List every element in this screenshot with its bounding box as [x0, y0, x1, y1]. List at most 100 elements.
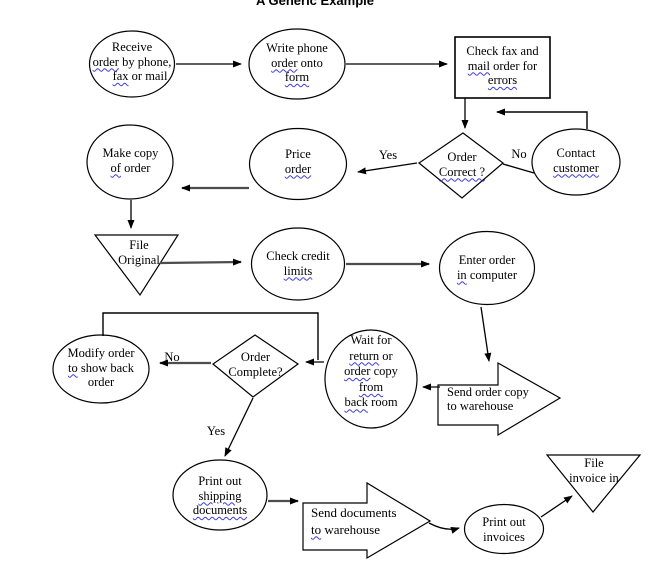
text-seg: customer [553, 160, 599, 175]
order-complete-diamond [212, 334, 300, 398]
order-correct-label: Order Correct ? [421, 150, 503, 179]
text-seg: invoices [483, 529, 525, 544]
text-seg: Price [285, 147, 311, 161]
text-seg: No [164, 350, 180, 364]
receive-label: Receive order by phone, fax or mail [84, 40, 180, 84]
check-fax-label: Check fax and mail order for errors [456, 44, 549, 88]
text-seg: Correct ? [438, 164, 486, 179]
yes-label-2: Yes [202, 424, 230, 439]
file-invoice-triangle [545, 454, 642, 513]
text-seg: Enter order [458, 253, 516, 267]
text-seg: or [379, 348, 393, 363]
text-seg: or mail [128, 69, 168, 83]
text-seg: Check fax and [466, 44, 539, 58]
text-seg: Print out [198, 474, 242, 488]
text-seg: Yes [206, 424, 226, 438]
send-order-copy-label: Send order copy to warehouse [447, 385, 559, 413]
text-seg: File [129, 238, 149, 252]
text-seg: fax [112, 69, 129, 83]
contact-customer-ellipse [531, 128, 621, 196]
text-seg: to [68, 360, 78, 375]
receive-ellipse [88, 30, 176, 98]
text-seg: Send order copy [447, 385, 529, 399]
text-seg: Send documents [311, 505, 397, 520]
text-seg: form [284, 70, 310, 84]
print-shipping-label: Print out shipping documents [172, 474, 268, 518]
send-documents-block-arrow [302, 481, 432, 560]
text-seg: documents [192, 503, 248, 517]
order-complete-label: Order Complete? [213, 350, 298, 379]
text-seg: mail [467, 58, 490, 73]
yes-label-1: Yes [374, 148, 402, 163]
text-seg: Order [447, 150, 477, 164]
write-phone-label: Write phone order onto form [252, 41, 342, 85]
diagram-title: A Generic Example [255, 0, 374, 8]
no-label-2: No [160, 350, 184, 365]
print-invoices-label: Print out invoices [464, 515, 544, 544]
text-seg: order [120, 160, 151, 175]
text-seg: onto [297, 55, 323, 70]
text-seg: Make copy [102, 146, 159, 160]
text-seg: Order [240, 350, 271, 364]
text-seg: copy [370, 364, 398, 379]
order-correct-diamond [417, 132, 504, 199]
text-seg: order [92, 54, 119, 69]
arrow-yes-to-price [357, 162, 418, 175]
modify-order-ellipse [52, 334, 150, 404]
text-seg: Original [118, 252, 160, 267]
arrow-senddocs-to-invoices [428, 522, 460, 534]
write-phone-ellipse [248, 28, 346, 100]
arrow-invoices-to-fileinvoice [540, 495, 573, 518]
text-seg: shipping [198, 488, 242, 503]
check-fax-rectangle [454, 36, 551, 99]
file-invoice-label: File invoice in [553, 456, 635, 485]
text-seg: order for [490, 58, 538, 73]
text-seg: computer [466, 267, 518, 282]
price-order-ellipse [248, 127, 348, 201]
text-seg: by phone, [118, 54, 172, 69]
make-copy-ellipse [86, 124, 174, 200]
text-seg: errors [487, 73, 518, 87]
text-seg: Receive [111, 40, 153, 54]
text-seg: Print out [482, 515, 526, 529]
line-no-to-contact [502, 163, 535, 174]
text-seg: of [110, 160, 121, 175]
text-seg: show back [77, 360, 134, 375]
print-shipping-ellipse [172, 459, 268, 531]
contact-customer-label: Contact customer [532, 146, 620, 175]
text-seg: Yes [378, 148, 398, 162]
enter-order-ellipse [438, 230, 536, 306]
text-seg: order [344, 364, 371, 379]
text-seg: Check credit [266, 249, 330, 263]
text-seg: File [584, 456, 604, 470]
print-invoices-ellipse [463, 503, 545, 555]
text-seg: warehouse [321, 521, 380, 537]
file-original-label: File Original [99, 238, 179, 267]
file-original-triangle [93, 234, 180, 297]
no-label-1: No [507, 147, 531, 162]
check-credit-ellipse [250, 227, 346, 301]
text-seg: Wait for [350, 333, 392, 347]
text-seg: order [284, 161, 312, 176]
text-seg: Modify order [67, 346, 135, 360]
text-seg: back [344, 395, 369, 410]
wait-return-ellipse [324, 329, 418, 429]
arrow-yes-to-printshipping [224, 397, 254, 457]
text-seg: Contact [556, 146, 596, 160]
text-seg: to [311, 521, 322, 537]
modify-order-label: Modify order to show back order [53, 346, 149, 390]
text-seg: in [456, 267, 467, 282]
text-seg: Write phone [266, 41, 328, 55]
text-seg: order [87, 375, 115, 389]
price-order-label: Price order [268, 147, 328, 176]
wait-return-label: Wait for return or order copy from back … [327, 333, 415, 411]
text-seg: invoice in [569, 470, 619, 485]
text-seg: order [271, 55, 298, 70]
send-documents-label: Send documents to warehouse [311, 505, 431, 538]
arrow-file-to-checkcredit [159, 258, 242, 266]
send-order-copy-block-arrow [437, 361, 562, 437]
text-seg: to warehouse [447, 398, 514, 413]
text-seg: No [511, 147, 527, 161]
